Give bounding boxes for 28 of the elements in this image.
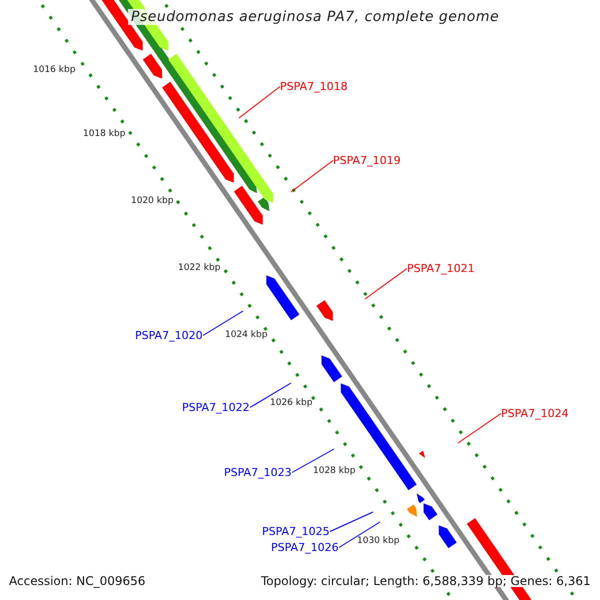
scale-label: 1024 kbp [225,331,268,340]
scale-label: 1022 kbp [178,264,220,273]
leader-line [338,522,380,548]
gene-label: PSPA7_1023 [224,467,292,478]
gene-label: PSPA7_1021 [407,263,475,274]
gene-label: PSPA7_1025 [262,526,330,537]
gene-label: PSPA7_1019 [333,155,401,166]
gene-label: PSPA7_1024 [501,408,569,419]
leader-line [202,310,244,336]
gene-label: PSPA7_1020 [135,330,203,341]
scale-label: 1028 kbp [313,467,356,476]
leader-line [250,382,292,408]
leader-line [292,448,334,473]
leader-line [290,160,334,192]
scale-label: 1020 kbp [131,197,174,206]
leader-line [364,268,408,300]
gene-label: PSPA7_1026 [271,542,339,553]
scale-label: 1030 kbp [357,537,400,546]
scale-label: 1026 kbp [270,399,312,408]
footer-text: Accession: NC_009656 [9,575,146,587]
gene-label: PSPA7_1018 [280,81,348,92]
leader-line [458,413,502,444]
scale-label: 1018 kbp [83,130,126,139]
scale-label: 1016 kbp [33,66,76,75]
leader-line [330,512,374,532]
footer-text: Topology: circular; Length: 6,588,339 bp; Genes: 6,361 [261,575,591,587]
gene-label: PSPA7_1022 [182,402,250,413]
leader-line [238,86,280,118]
